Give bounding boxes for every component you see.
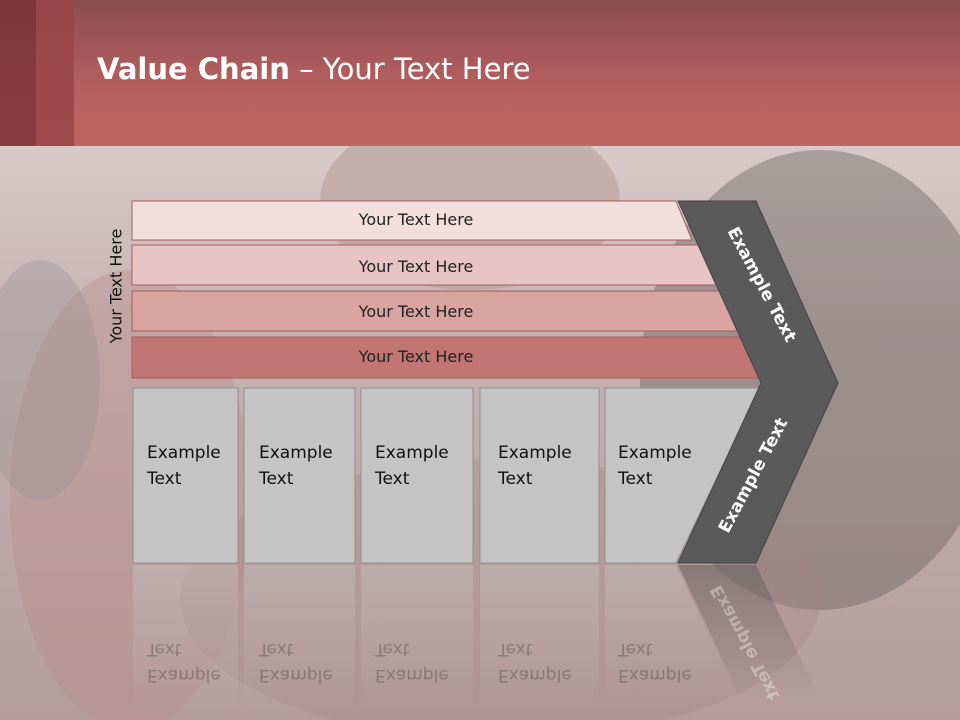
box-5 bbox=[604, 387, 761, 564]
chevron-reflection bbox=[678, 565, 820, 700]
box-4-refl-line1: Example bbox=[498, 665, 572, 685]
box-2-reflection bbox=[244, 565, 355, 715]
box-2-refl-line1: Example bbox=[259, 665, 333, 685]
band-3-label: Your Text Here bbox=[358, 302, 474, 321]
box-4-reflection bbox=[480, 565, 599, 715]
box-4-refl-line2: Text bbox=[498, 639, 533, 659]
box-1-line2: Text bbox=[147, 469, 182, 489]
box-2 bbox=[243, 387, 356, 564]
box-3-refl-line1: Example bbox=[375, 665, 449, 685]
box-2-text-reflection: Example Text bbox=[259, 636, 333, 688]
box-5-refl-line1: Example bbox=[618, 665, 692, 685]
box-1 bbox=[132, 387, 239, 564]
band-1-label: Your Text Here bbox=[358, 210, 474, 229]
box-1-line1: Example bbox=[147, 443, 221, 463]
box-2-line2: Text bbox=[259, 469, 294, 489]
box-2-line1: Example bbox=[259, 443, 333, 463]
box-5-refl-line2: Text bbox=[618, 639, 653, 659]
box-3-refl-line2: Text bbox=[375, 639, 410, 659]
box-2-refl-line2: Text bbox=[259, 639, 294, 659]
box-5-text-reflection: Example Text bbox=[618, 636, 692, 688]
header-accent-medium bbox=[36, 0, 74, 146]
box-3-line2: Text bbox=[375, 469, 410, 489]
band-1 bbox=[131, 200, 693, 241]
band-group: Your Text Here Your Text Here Your Text … bbox=[131, 200, 765, 379]
chevron-arrow bbox=[677, 200, 839, 564]
box-4-line2: Text bbox=[498, 469, 533, 489]
box-5-reflection bbox=[605, 565, 740, 700]
box-1-reflection bbox=[133, 565, 238, 715]
box-4 bbox=[479, 387, 600, 564]
box-5-line2: Text bbox=[618, 469, 653, 489]
box-1-refl-line1: Example bbox=[147, 665, 221, 685]
box-3-text-reflection: Example Text bbox=[375, 636, 449, 688]
band-2-label: Your Text Here bbox=[358, 257, 474, 276]
box-3-reflection bbox=[361, 565, 473, 715]
box-reflections bbox=[133, 565, 740, 715]
title-rest: – Your Text Here bbox=[289, 52, 531, 86]
box-4-line1: Example bbox=[498, 443, 572, 463]
box-4-text-reflection: Example Text bbox=[498, 636, 572, 688]
box-1-text-reflection: Example Text bbox=[147, 636, 221, 688]
band-4-label: Your Text Here bbox=[358, 347, 474, 366]
header-bar: Value Chain – Your Text Here bbox=[0, 0, 960, 146]
box-group bbox=[132, 387, 761, 564]
header-accent-dark bbox=[0, 0, 36, 146]
box-5-line1: Example bbox=[618, 443, 692, 463]
title-bold: Value Chain bbox=[97, 52, 290, 86]
box-1-refl-line2: Text bbox=[147, 639, 182, 659]
box-3 bbox=[360, 387, 474, 564]
slide-title: Value Chain – Your Text Here bbox=[97, 52, 531, 86]
box-3-line1: Example bbox=[375, 443, 449, 463]
